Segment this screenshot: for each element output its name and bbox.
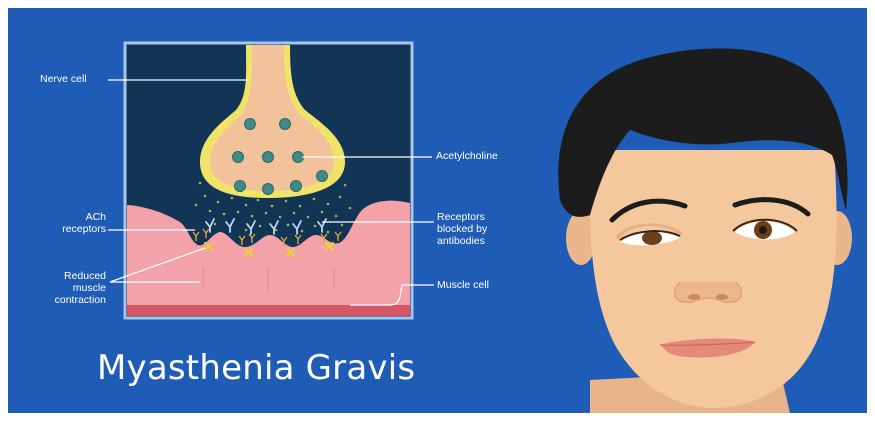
vesicle [280, 119, 291, 130]
vesicle [235, 181, 246, 192]
label-reduced-line1: Reduced [40, 270, 106, 282]
synapse-diagram [108, 43, 434, 318]
label-receptors-blocked-line3: antibodies [437, 235, 487, 247]
right-nostril [716, 294, 728, 300]
label-reduced-line3: contraction [40, 294, 106, 306]
label-muscle-cell: Muscle cell [437, 279, 489, 291]
left-iris [642, 231, 662, 245]
label-ach-receptors: ACh receptors [60, 211, 106, 235]
label-receptors-blocked-line2: blocked by [437, 223, 487, 235]
label-ach-receptors-line2: receptors [60, 223, 106, 235]
label-reduced-line2: muscle [40, 282, 106, 294]
right-pupil [759, 226, 767, 234]
label-acetylcholine: Acetylcholine [436, 150, 498, 162]
vesicle [245, 119, 256, 130]
left-nostril [688, 294, 700, 300]
vesicle [263, 184, 274, 195]
label-nerve-cell: Nerve cell [40, 73, 87, 85]
vesicle [233, 152, 244, 163]
label-receptors-blocked-line1: Receptors [437, 211, 487, 223]
muscle-cell-edge [127, 305, 410, 316]
vesicle [263, 152, 274, 163]
vesicle [317, 171, 328, 182]
label-reduced-contraction: Reduced muscle contraction [40, 270, 106, 306]
vesicle [293, 152, 304, 163]
vesicle [291, 181, 302, 192]
label-ach-receptors-line1: ACh [60, 211, 106, 223]
label-receptors-blocked: Receptors blocked by antibodies [437, 211, 487, 247]
page-title: Myasthenia Gravis [97, 348, 415, 388]
